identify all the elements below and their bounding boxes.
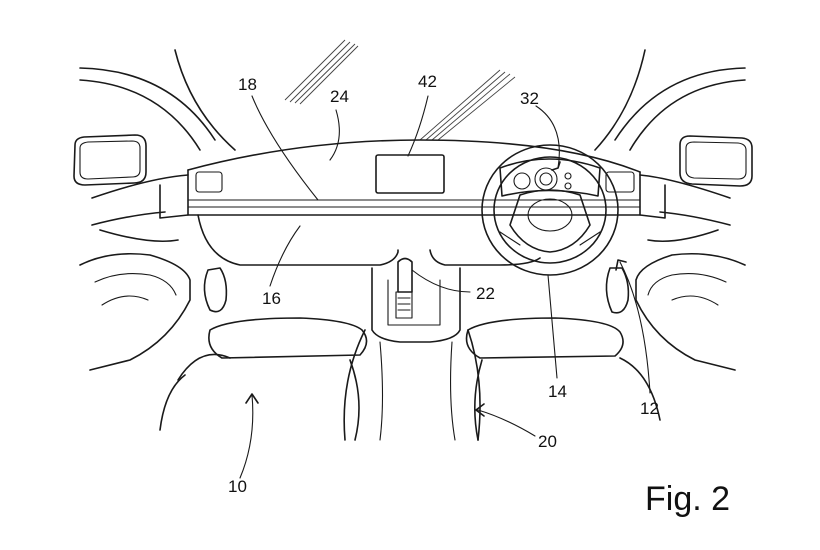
ref-numeral-16: 16 — [262, 289, 281, 308]
leader-24 — [329, 109, 340, 161]
ref-numeral-24: 24 — [330, 87, 349, 106]
ref-numeral-22: 22 — [476, 284, 495, 303]
left-seat — [159, 317, 368, 441]
leader-14 — [547, 274, 558, 379]
instrument-cluster — [499, 158, 601, 197]
windshield-hatching — [284, 39, 516, 141]
ref-numeral-10: 10 — [228, 477, 247, 496]
steering-wheel — [481, 144, 619, 276]
right-seat — [465, 317, 661, 441]
left-side-mirror — [73, 134, 147, 186]
leader-20 — [477, 409, 536, 437]
leader-32 — [535, 105, 560, 169]
leader-22 — [411, 269, 471, 293]
ref-numeral-20: 20 — [538, 432, 557, 451]
ref-numeral-42: 42 — [418, 72, 437, 91]
ref-numeral-18: 18 — [238, 75, 257, 94]
leader-lines — [239, 95, 651, 479]
ref-numeral-12: 12 — [640, 399, 659, 418]
arrowhead-20 — [475, 403, 485, 417]
arrowhead-12 — [615, 259, 627, 271]
leader-16 — [269, 225, 301, 287]
ref-numeral-14: 14 — [548, 382, 567, 401]
arrowhead-32 — [551, 161, 561, 171]
right-door — [635, 174, 746, 371]
footwell-vents — [203, 267, 630, 314]
center-console — [343, 267, 481, 441]
ref-numeral-32: 32 — [520, 89, 539, 108]
a-pillars — [79, 49, 746, 151]
leader-42 — [407, 95, 429, 157]
leader-12 — [619, 261, 651, 394]
figure-label: Fig. 2 — [645, 480, 731, 518]
leader-18 — [251, 95, 319, 201]
leader-10 — [239, 394, 254, 479]
dashboard — [187, 139, 641, 266]
gear-selector — [395, 257, 413, 319]
left-door — [79, 174, 191, 371]
right-side-mirror — [679, 135, 753, 187]
center-display — [375, 154, 445, 194]
arrowhead-10 — [245, 393, 259, 404]
